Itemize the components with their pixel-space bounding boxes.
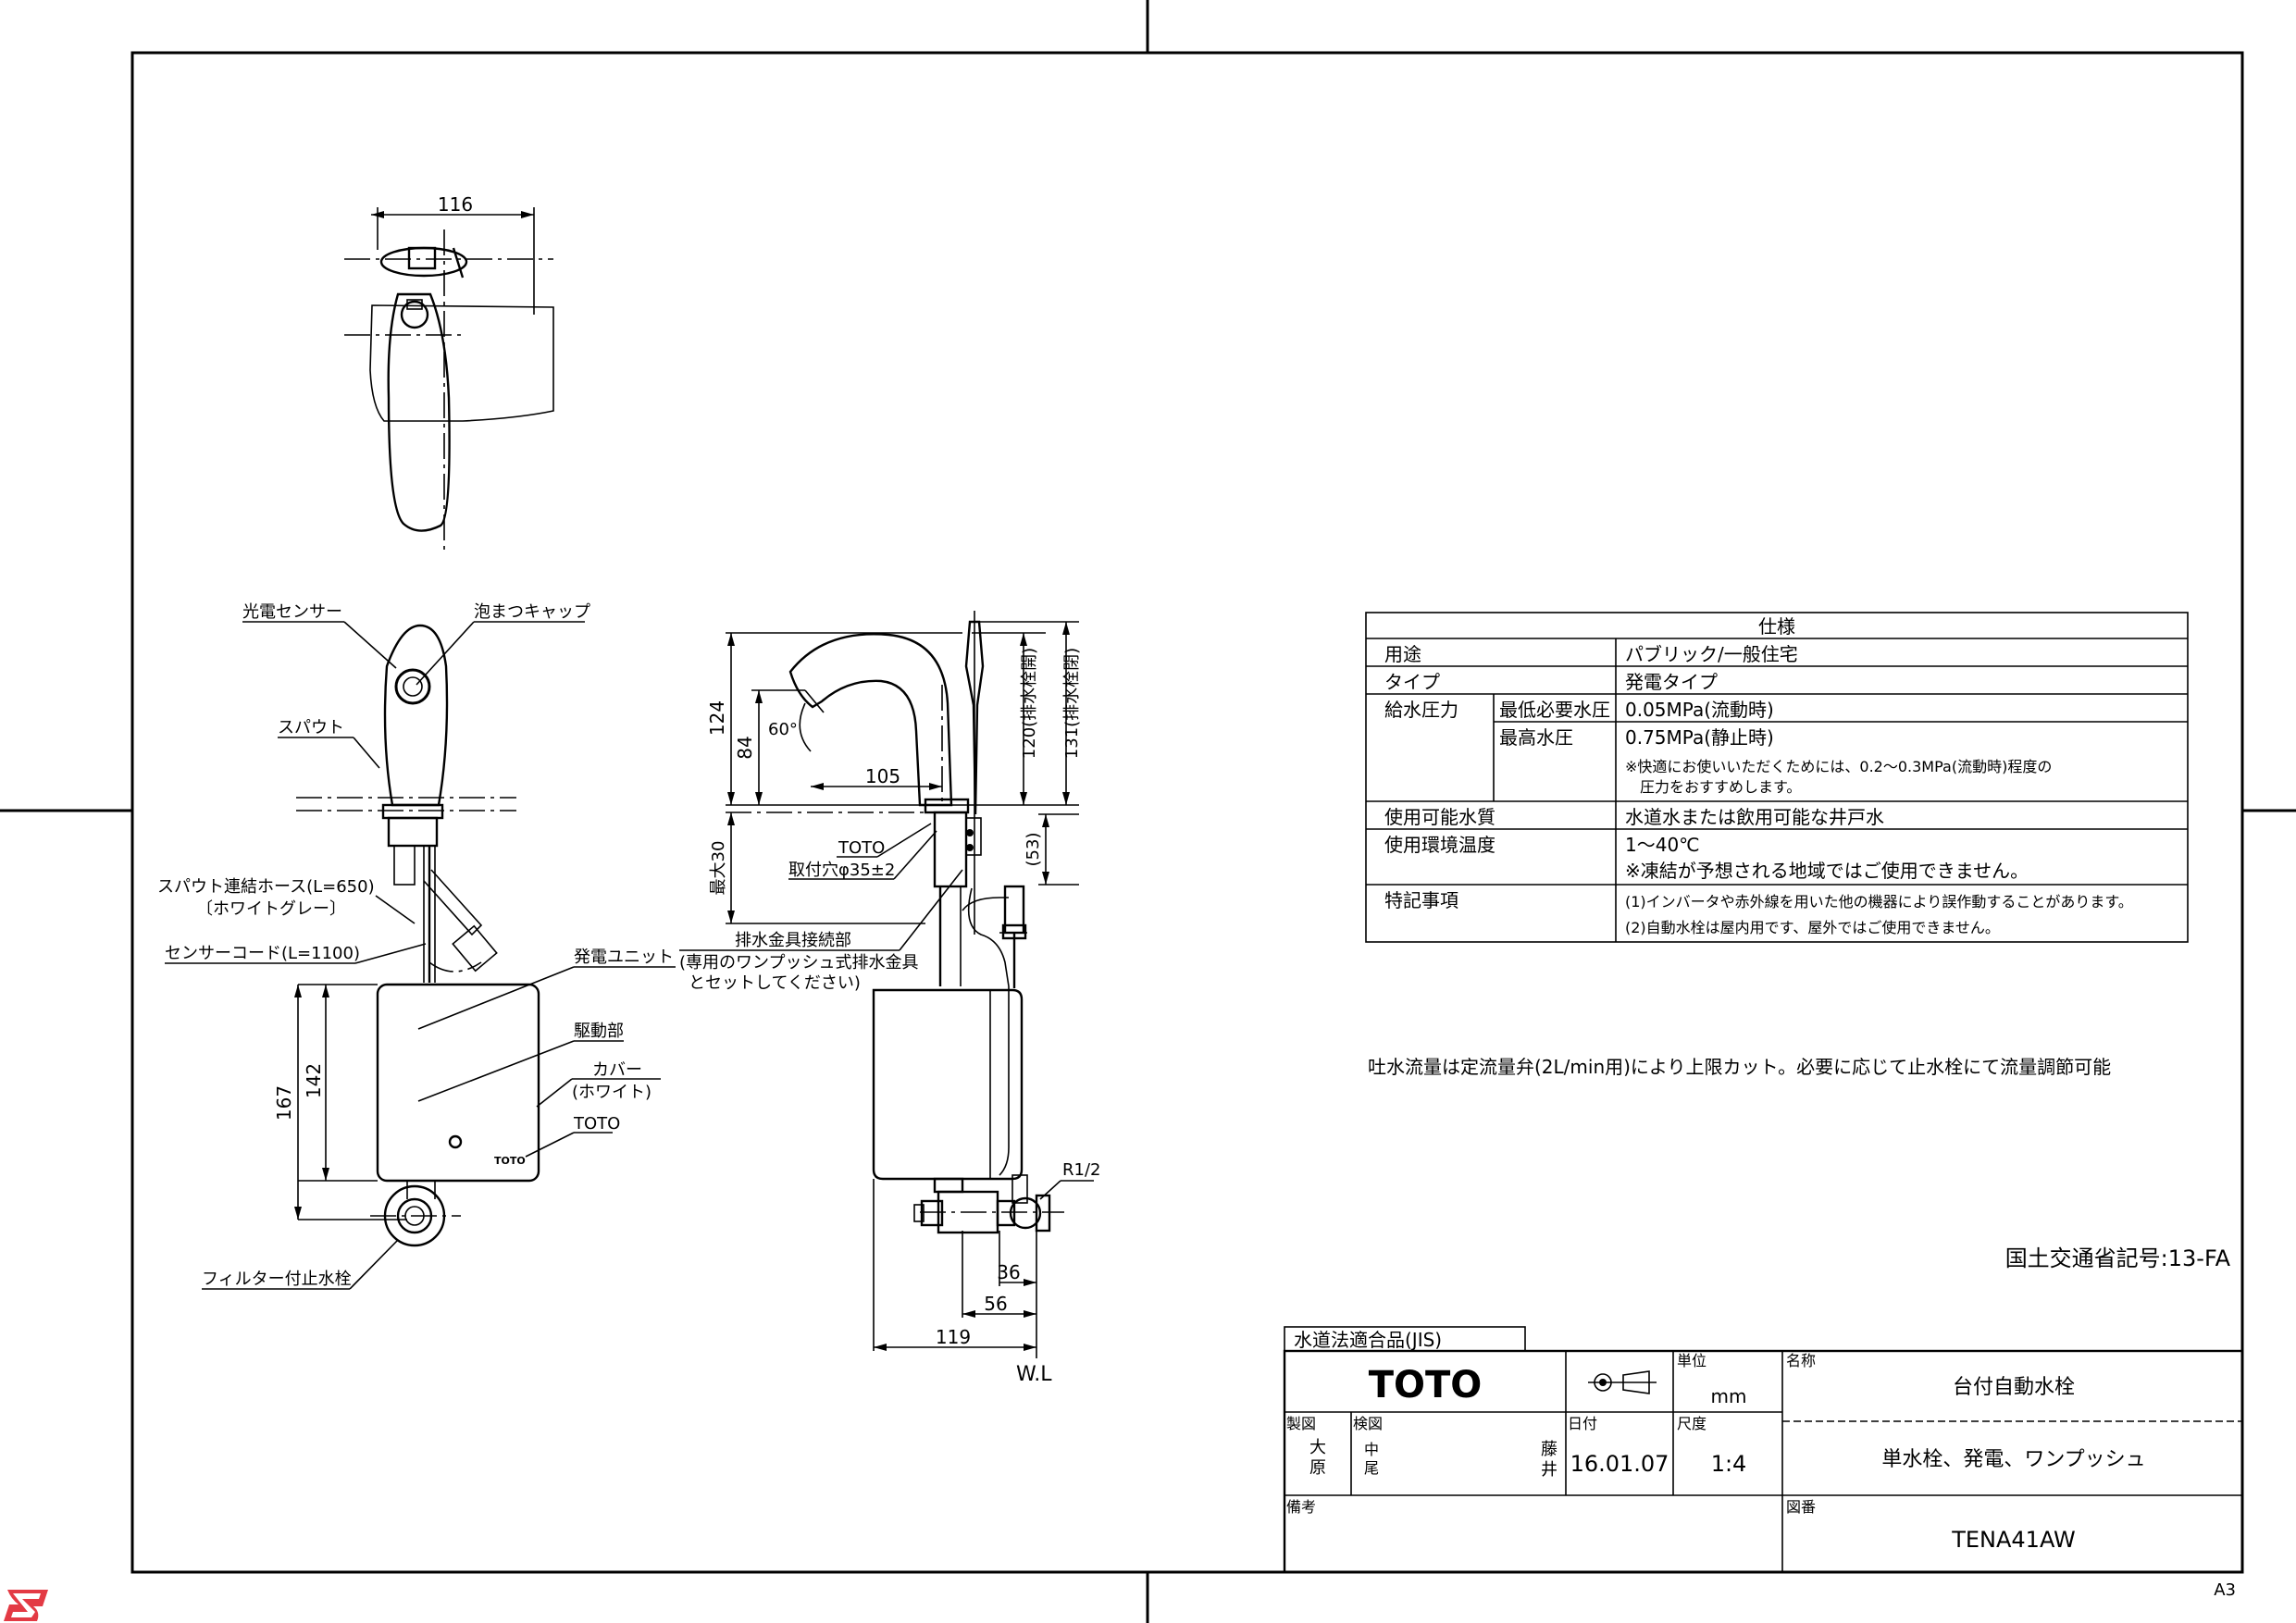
- tb-drawn-1: 大: [1309, 1438, 1326, 1457]
- label-spout-hose-2: 〔ホワイトグレー〕: [196, 899, 346, 919]
- sheet-size: A3: [2214, 1580, 2236, 1600]
- label-drain-2: (専用のワンプッシュ式排水金具: [679, 953, 918, 973]
- projection-symbol-icon: [1588, 1370, 1657, 1394]
- spec-water-label: 使用可能水質: [1384, 806, 1496, 828]
- label-photo-sensor: 光電センサー: [242, 602, 342, 622]
- label-wl: W.L: [1016, 1363, 1052, 1386]
- spec-note-1: (1)インバータや赤外線を用いた他の機器により誤作動することがあります。: [1625, 893, 2133, 911]
- label-filter-valve: フィルター付止水栓: [202, 1270, 352, 1289]
- spec-row-3-value: 0.75MPa(静止時): [1625, 726, 1774, 749]
- label-drain-1: 排水金具接続部: [735, 931, 851, 950]
- spec-table: 仕様 用途 パブリック/一般住宅 タイプ 発電タイプ 給水圧力 最低必要水圧 0…: [1365, 612, 2189, 943]
- label-generator-unit: 発電ユニット: [574, 948, 674, 967]
- dim-60deg: 60°: [768, 720, 798, 739]
- label-sensor-cord: センサーコード(L=1100): [165, 944, 360, 963]
- tb-name-value: 台付自動水栓: [1953, 1376, 2075, 1399]
- tb-brand: TOTO: [1369, 1364, 1483, 1406]
- spec-note-2: (2)自動水栓は屋内用です、屋外ではご使用できません。: [1625, 919, 2000, 936]
- tb-unit-label: 単位: [1677, 1352, 1706, 1369]
- dim-36: 36: [997, 1261, 1020, 1283]
- label-spout-hose-1: スパウト連結ホース(L=650): [157, 877, 375, 897]
- corner-logo: [4, 1590, 48, 1621]
- tb-unit-value: mm: [1711, 1385, 1747, 1407]
- label-cover-1: カバー: [592, 1060, 642, 1080]
- label-spout: スパウト: [278, 718, 344, 737]
- tb-drawn-2: 原: [1309, 1458, 1326, 1478]
- dim-120: 120(排水栓開): [1020, 648, 1039, 759]
- tb-desc-value: 単水栓、発電、ワンプッシュ: [1881, 1448, 2145, 1471]
- tb-remarks-label: 備考: [1286, 1498, 1316, 1516]
- spec-water-value: 水道水または飲用可能な井戸水: [1625, 806, 1884, 828]
- tb-jis: 水道法適合品(JIS): [1294, 1329, 1442, 1351]
- spec-row-1-value: 発電タイプ: [1625, 671, 1718, 693]
- label-drive-unit: 駆動部: [574, 1022, 624, 1041]
- spec-row-1-label: タイプ: [1384, 671, 1440, 693]
- top-view: 116: [344, 193, 554, 555]
- tb-checked-1: 中: [1364, 1441, 1379, 1458]
- tb-dwg-label: 図番: [1786, 1498, 1816, 1516]
- spec-temp-value: 1〜40℃: [1625, 834, 1700, 856]
- tb-date-label: 日付: [1568, 1415, 1597, 1432]
- spec-pressure-note-1: ※快適にお使いいただくためには、0.2〜0.3MPa(流動時)程度の: [1625, 758, 2052, 775]
- dim-56: 56: [984, 1293, 1007, 1315]
- dim-124: 124: [706, 700, 728, 736]
- label-toto-side: TOTO: [838, 838, 885, 858]
- side-view: 124 84 60° 105 120(排水栓開) 131(排水栓閉) 最大30: [679, 611, 1100, 1386]
- label-cover-2: (ホワイト): [572, 1083, 652, 1102]
- dim-105: 105: [865, 765, 900, 787]
- spec-row-3-sub: 最高水圧: [1499, 726, 1573, 749]
- dim-84: 84: [734, 736, 756, 759]
- spec-notes-label: 特記事項: [1384, 889, 1458, 911]
- tb-checked-3: 藤: [1541, 1440, 1558, 1459]
- spec-pressure-note-2: 圧力をおすすめします。: [1640, 778, 1801, 796]
- tb-scale-value: 1:4: [1711, 1451, 1747, 1477]
- label-toto-mark: TOTO: [573, 1114, 620, 1134]
- dim-119: 119: [936, 1326, 971, 1348]
- spec-temp-note: ※凍結が予想される地域ではご使用できません。: [1625, 860, 2029, 882]
- label-drain-3: とセットしてください): [689, 973, 861, 993]
- label-mount-hole: 取付穴φ35±2: [788, 861, 895, 880]
- label-foam-cap: 泡まつキャップ: [474, 602, 590, 622]
- spec-row-0-label: 用途: [1384, 643, 1421, 665]
- tb-checked-4: 井: [1541, 1460, 1558, 1480]
- tb-dwg-value: TENA41AW: [1951, 1527, 2076, 1553]
- dim-116: 116: [438, 193, 473, 216]
- label-r12: R1/2: [1062, 1160, 1100, 1180]
- tb-checked-2: 尾: [1364, 1459, 1379, 1477]
- tb-checked-label: 検図: [1353, 1415, 1383, 1432]
- mlit-code: 国土交通省記号:13-FA: [2005, 1245, 2231, 1271]
- dim-142: 142: [303, 1063, 325, 1098]
- dim-max30: 最大30: [709, 841, 728, 896]
- tb-name-label: 名称: [1786, 1352, 1816, 1369]
- title-block: 水道法適合品(JIS) TOTO 単位 mm 名称 台付自動水栓 製図 大 原 …: [1283, 1326, 2244, 1574]
- dim-131: 131(排水栓閉): [1062, 648, 1082, 759]
- spec-row-2-value: 0.05MPa(流動時): [1625, 699, 1774, 721]
- tb-scale-label: 尺度: [1677, 1415, 1706, 1432]
- spec-row-2-label: 給水圧力: [1384, 699, 1458, 721]
- tb-drawn-label: 製図: [1286, 1415, 1316, 1432]
- front-view: 光電センサー 泡まつキャップ スパウト スパウト連結ホース(L=650) 〔ホワ…: [157, 602, 676, 1290]
- spec-temp-label: 使用環境温度: [1384, 834, 1496, 856]
- spec-row-2-sub: 最低必要水圧: [1499, 699, 1610, 721]
- dim-53: (53): [1024, 833, 1043, 867]
- spec-row-0-value: パブリック/一般住宅: [1625, 643, 1798, 665]
- flow-note: 吐水流量は定流量弁(2L/min用)により上限カット。必要に応じて止水栓にて流量…: [1368, 1056, 2111, 1078]
- tb-date-value: 16.01.07: [1570, 1451, 1669, 1477]
- dim-167: 167: [273, 1085, 295, 1121]
- svg-text:TOTO: TOTO: [494, 1155, 526, 1167]
- spec-title: 仕様: [1758, 615, 1795, 638]
